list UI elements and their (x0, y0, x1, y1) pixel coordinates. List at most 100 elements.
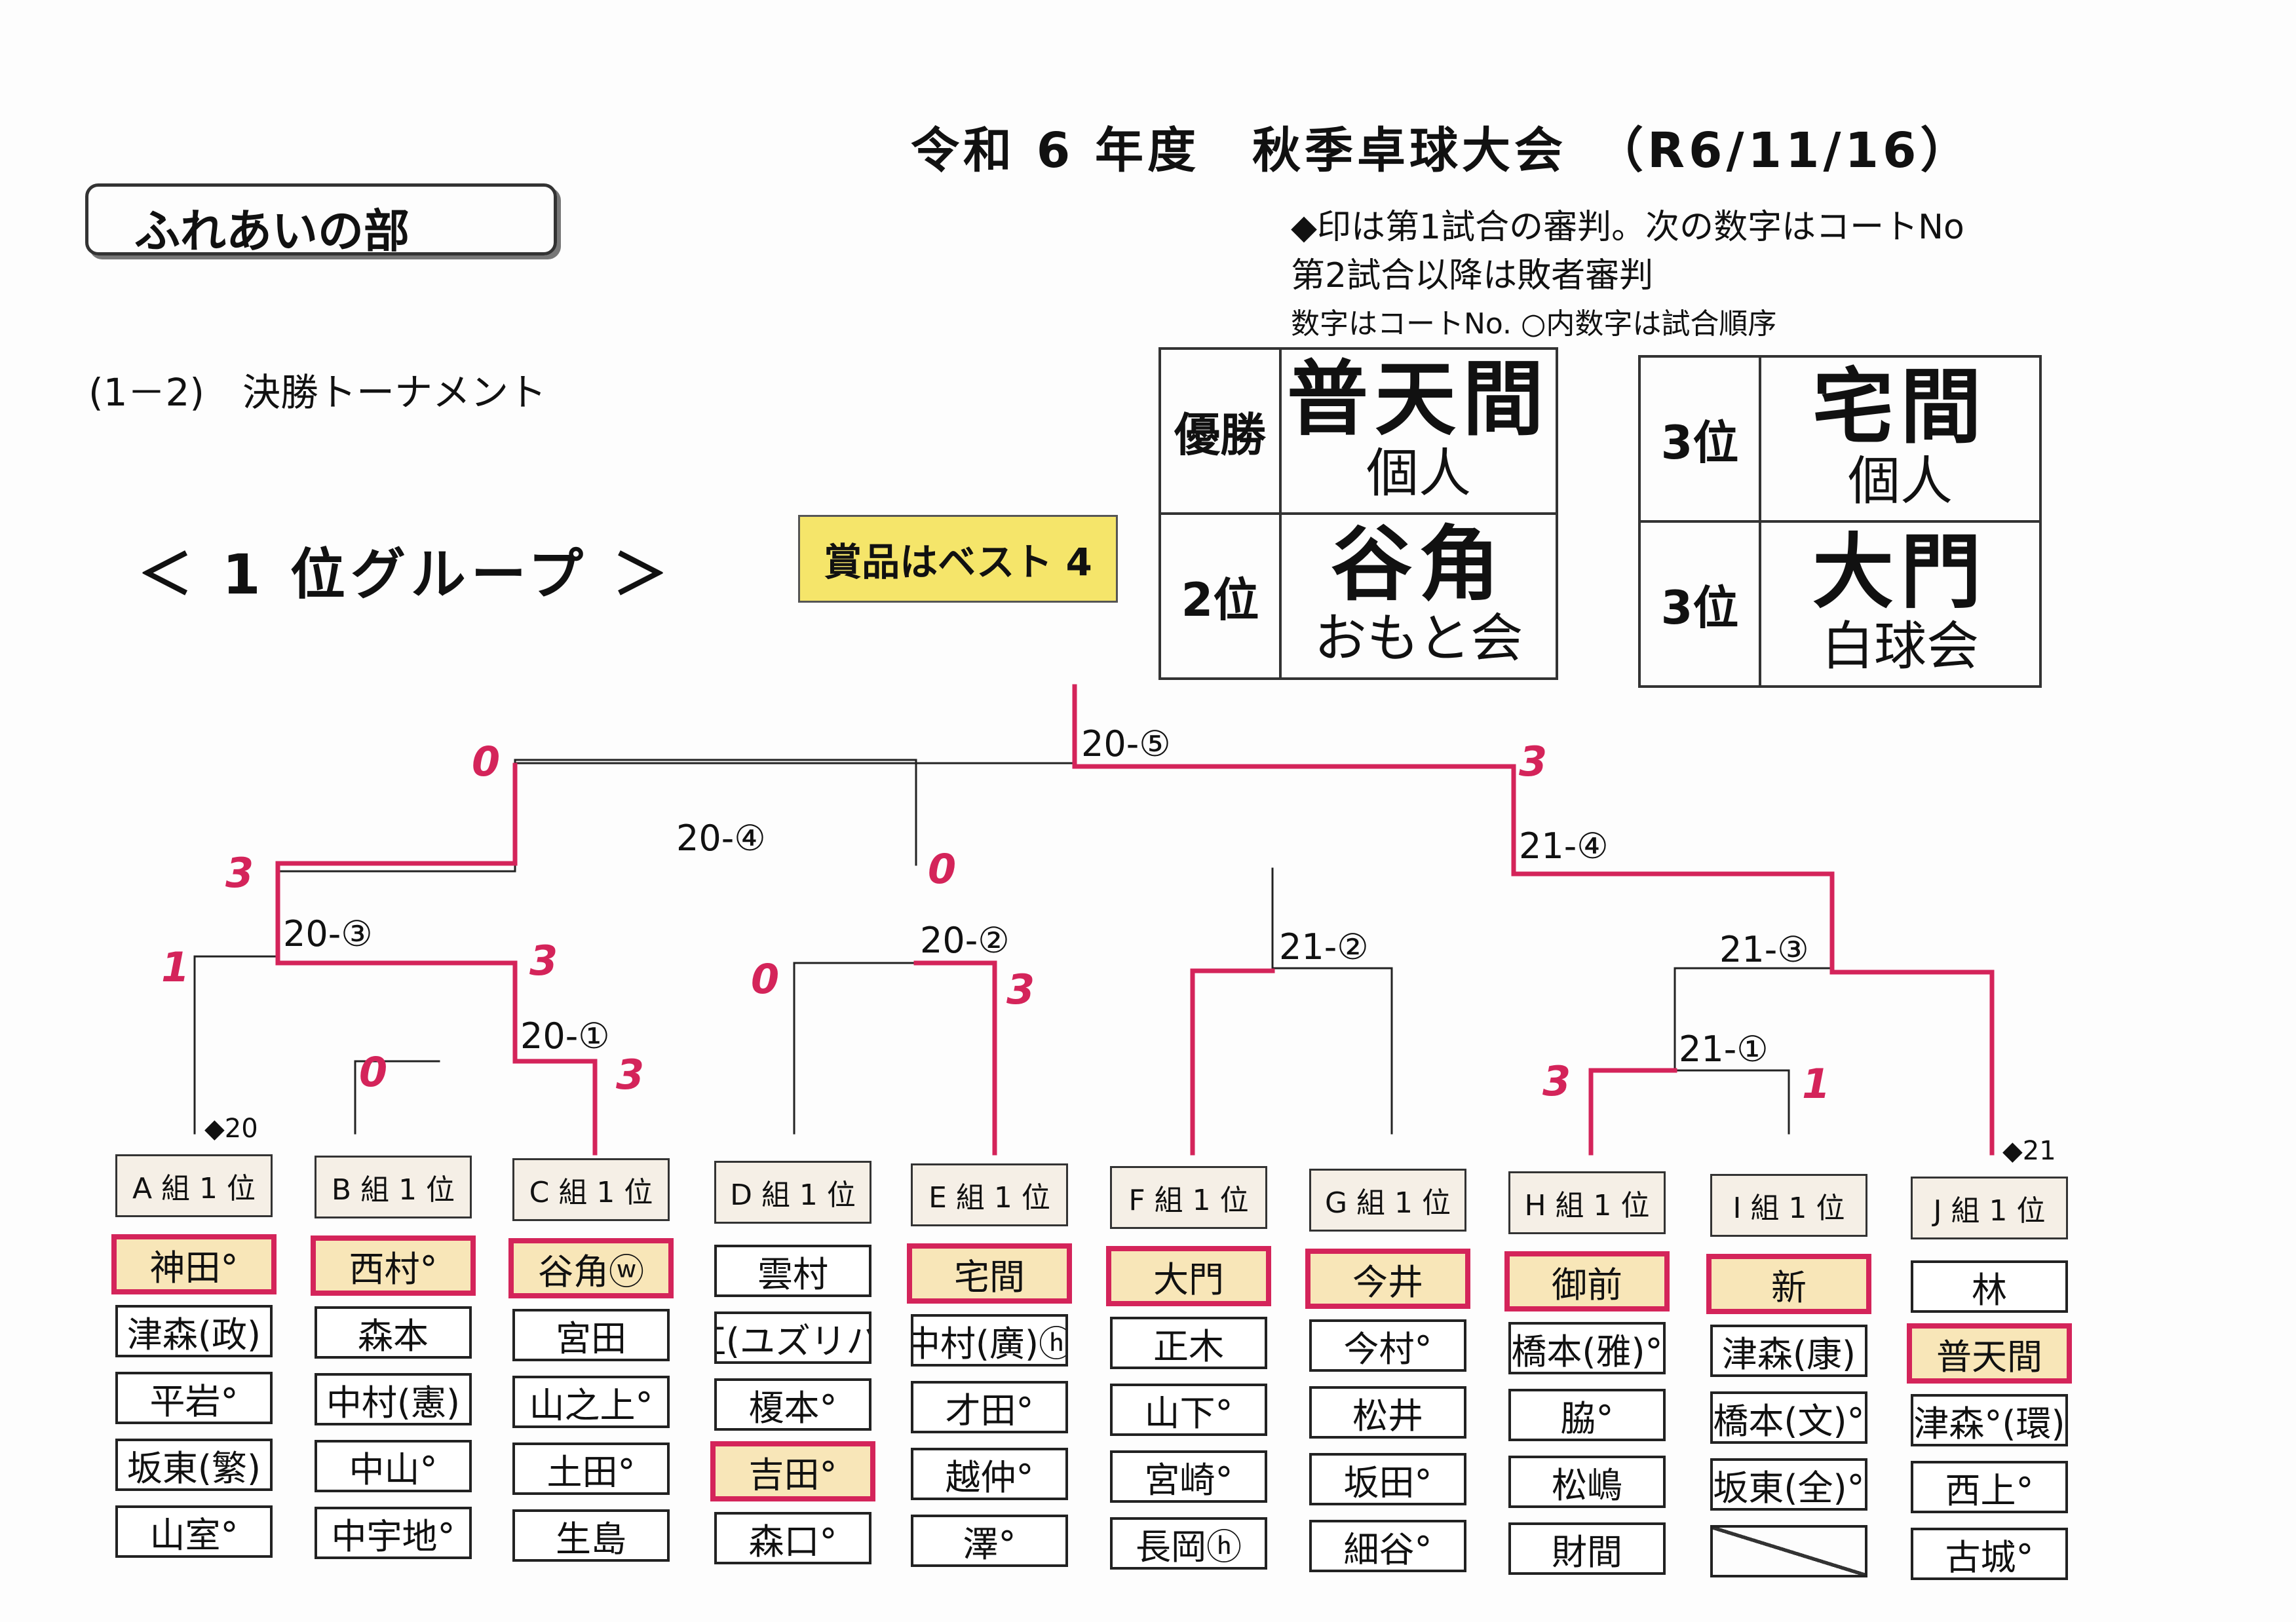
notes: ◆印は第1試合の審判。次の数字はコートNo 第2試合以降は敗者審判 数字はコート… (1291, 203, 1964, 349)
result-cell: 大門 白球会 (1759, 520, 2042, 688)
win-f (1190, 968, 1275, 1156)
note-line-1: ◆印は第1試合の審判。次の数字はコートNo (1291, 208, 1964, 247)
score: 0 (751, 955, 780, 1003)
player-name: 榎本° (714, 1378, 871, 1431)
score: 3 (1519, 738, 1548, 785)
player-name-winner: 新 (1706, 1254, 1871, 1314)
player-name: 橋本(文)° (1710, 1391, 1867, 1444)
match-label-l-qf1: 20-③ (283, 913, 373, 954)
score: 3 (529, 937, 558, 985)
score: 3 (616, 1051, 645, 1099)
match-label-r-r1: 21-① (1679, 1028, 1769, 1070)
win-bc (275, 960, 518, 1064)
referee-marker: ◆20 (204, 1114, 258, 1144)
win-e (913, 960, 997, 1156)
score: 1 (1802, 1060, 1831, 1108)
group-header: G 組 1 位 (1309, 1169, 1466, 1232)
referee-marker: ◆21 (2002, 1136, 2056, 1166)
result-cell: 宅間 個人 (1759, 355, 2042, 523)
match-label-r-semi: 21-④ (1519, 825, 1609, 867)
rank-label: 優勝 (1158, 347, 1282, 515)
match-label-r-qf1: 21-② (1279, 926, 1369, 968)
result-name: 大門 (1812, 525, 1988, 620)
player-name: 杠(ユズリハ) (714, 1311, 871, 1364)
line-g (1271, 967, 1393, 1135)
group-header: E 組 1 位 (911, 1163, 1068, 1226)
win-ghij (1511, 871, 1835, 975)
line-i (1674, 1069, 1790, 1135)
player-name: 今村° (1309, 1319, 1466, 1372)
win-c (512, 1059, 598, 1156)
group-header: B 組 1 位 (315, 1156, 472, 1218)
results-table-right: 3位 宅間 個人 3位 大門 白球会 (1638, 355, 2042, 688)
score: 3 (1006, 966, 1035, 1013)
player-name: 山室° (115, 1505, 273, 1558)
score: 3 (225, 849, 254, 897)
player-name: 森口° (714, 1512, 871, 1564)
player-name: 津森(康) (1710, 1325, 1867, 1377)
player-name: 細谷° (1309, 1520, 1466, 1572)
player-name-winner: 普天間 (1907, 1323, 2072, 1384)
player-name: 澤° (911, 1515, 1068, 1567)
match-label-l-semi: 20-④ (676, 818, 766, 859)
group-header: F 組 1 位 (1110, 1166, 1267, 1229)
results-table-left: 優勝 普天間 個人 2位 谷角 おもと会 (1158, 347, 1558, 680)
result-affiliation: 白球会 (1822, 616, 1979, 677)
result-name: 宅間 (1812, 360, 1988, 455)
win-h (1588, 1068, 1677, 1156)
result-cell: 谷角 おもと会 (1279, 512, 1558, 680)
player-name-winner: 谷角ⓦ (508, 1238, 674, 1298)
line-top-left (514, 762, 1076, 867)
player-name: 中山° (315, 1440, 472, 1492)
player-name-winner: 吉田° (710, 1441, 875, 1501)
player-name: 山下° (1110, 1384, 1267, 1436)
line-a (193, 955, 279, 1135)
player-name: 森本 (315, 1306, 472, 1359)
group-header: D 組 1 位 (714, 1161, 871, 1224)
player-name: 財間 (1508, 1522, 1666, 1575)
player-name: 古城° (1911, 1528, 2068, 1580)
player-name: 松井 (1309, 1386, 1466, 1439)
match-label-final: 20-⑤ (1081, 723, 1171, 764)
player-name: 宮崎° (1110, 1450, 1267, 1503)
group-header: I 組 1 位 (1710, 1174, 1867, 1237)
player-name: 雲村 (714, 1245, 871, 1297)
line-d (793, 962, 917, 1135)
result-affiliation: 個人 (1848, 451, 1953, 512)
score: 0 (359, 1048, 388, 1096)
win-j (1829, 970, 1995, 1156)
player-name: 中村(廣)ⓗ (911, 1314, 1068, 1367)
result-cell: 普天間 個人 (1279, 347, 1558, 515)
player-name: 脇° (1508, 1389, 1666, 1441)
win-semi-right (1072, 764, 1516, 877)
player-name: 松嶋 (1508, 1456, 1666, 1508)
player-name: 林 (1911, 1260, 2068, 1313)
player-name (1710, 1525, 1867, 1577)
win-abc (275, 861, 518, 966)
player-name-winner: 大門 (1106, 1246, 1271, 1306)
player-name: 中村(憲) (315, 1373, 472, 1425)
player-name-winner: 御前 (1504, 1251, 1670, 1311)
player-name: 山之上° (512, 1376, 670, 1428)
note-line-3: 数字はコートNo. ○内数字は試合順序 (1291, 307, 1777, 341)
player-name: 才田° (911, 1381, 1068, 1433)
group-label: ＜ 1 位グループ ＞ (138, 542, 674, 607)
result-name: 普天間 (1286, 352, 1550, 447)
player-name-winner: 神田° (111, 1234, 277, 1294)
note-line-2: 第2試合以降は敗者審判 (1291, 256, 1654, 295)
player-name: 坂田° (1309, 1453, 1466, 1505)
player-name: 土田° (512, 1443, 670, 1495)
rank-label: 2位 (1158, 512, 1282, 680)
player-name: 正木 (1110, 1317, 1267, 1369)
score: 0 (472, 738, 501, 785)
player-name-winner: 西村° (311, 1235, 476, 1296)
result-name: 谷角 (1330, 517, 1506, 612)
rank-label: 3位 (1638, 520, 1761, 688)
rank-label: 3位 (1638, 355, 1761, 523)
player-name: 中宇地° (315, 1507, 472, 1559)
player-name: 坂東(全)° (1710, 1458, 1867, 1511)
result-affiliation: おもと会 (1314, 608, 1523, 669)
group-header: H 組 1 位 (1508, 1171, 1666, 1234)
match-label-r-qf2: 21-③ (1719, 929, 1809, 970)
player-name: 生島 (512, 1509, 670, 1562)
